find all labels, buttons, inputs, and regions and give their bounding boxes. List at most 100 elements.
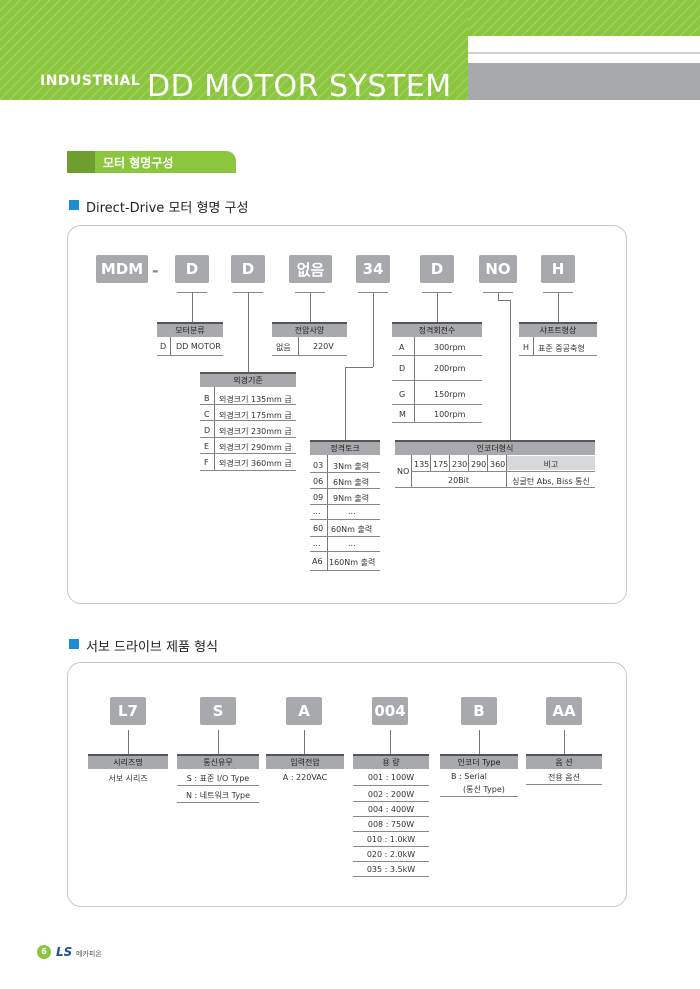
shaft-header: 샤프트형상: [519, 322, 597, 337]
connector: [248, 292, 249, 372]
capacity-008: 008 : 750W: [367, 820, 415, 829]
row-line: [353, 831, 429, 832]
encoder-size-230: 230: [452, 460, 468, 469]
outer-code-b: B: [204, 394, 210, 403]
servo-code-comm: S: [200, 697, 236, 725]
row-line: [310, 536, 380, 537]
speed-code-a: A: [399, 343, 405, 352]
cell-divider: [449, 455, 450, 471]
speed-value-d: 200rpm: [434, 364, 466, 373]
torque-code-ellipsis2: ...: [313, 539, 321, 548]
dd-code-torque: 34: [356, 255, 390, 283]
speed-code-m: M: [399, 410, 406, 419]
dd-code-shaft: H: [541, 255, 575, 283]
servo-title: 서보 드라이브 제품 형식: [86, 640, 218, 655]
connector: [498, 292, 499, 300]
row-line: [310, 570, 380, 571]
encoder-size-175: 175: [433, 460, 449, 469]
capacity-004: 004 : 400W: [367, 805, 415, 814]
capacity-035: 035 : 3.5kW: [366, 865, 416, 874]
connector: [437, 292, 438, 322]
option-header: 옵 션: [526, 754, 602, 769]
shaft-code: H: [523, 343, 530, 352]
row-line: [200, 470, 296, 471]
motor-class-value: DD MOTOR: [176, 342, 221, 351]
speed-value-a: 300rpm: [434, 343, 466, 352]
torque-value-09: 9Nm 출력: [333, 494, 370, 503]
dd-code-outer-diameter: D: [231, 255, 265, 283]
row-line: [353, 785, 429, 786]
row-line: [353, 816, 429, 817]
connector: [192, 292, 193, 322]
torque-value-03: 3Nm 출력: [333, 462, 370, 471]
connector: [310, 292, 311, 322]
cell-divider: [487, 455, 488, 471]
torque-code-06: 06: [313, 477, 324, 486]
cell-divider: [468, 455, 469, 471]
row-line: [392, 404, 482, 405]
connector: [510, 300, 511, 440]
voltage-code: 없음: [276, 343, 291, 352]
torque-code-09: 09: [313, 493, 324, 502]
connector: [345, 367, 373, 368]
capacity-020: 020 : 2.0kW: [366, 850, 416, 859]
connector: [390, 730, 391, 754]
encoder-size-290: 290: [471, 460, 487, 469]
option-value: 전용 옵션: [548, 773, 580, 782]
comm-network: N : 네트워크 Type: [185, 791, 251, 800]
outer-code-c: C: [204, 410, 210, 419]
connector: [558, 292, 559, 322]
capacity-010: 010 : 1.0kW: [366, 835, 416, 844]
bullet-square: [69, 200, 79, 210]
bullet-square: [69, 639, 79, 649]
header-banner: [0, 0, 468, 100]
dd-code-speed: D: [420, 255, 454, 283]
row-line: [353, 801, 429, 802]
row-line: [411, 471, 595, 472]
capacity-header: 용 량: [353, 754, 429, 769]
shaft-value: 표준 중공축형: [538, 344, 585, 353]
row-line: [272, 355, 347, 356]
servo-code-voltage: A: [286, 697, 322, 725]
comm-standard: S : 표준 I/O Type: [186, 774, 250, 783]
section-pill-label: 모터 형명구성: [103, 156, 174, 170]
dd-code-model: MDM: [96, 255, 148, 283]
capacity-002: 002 : 200W: [367, 790, 415, 799]
series-value: 서보 시리즈: [108, 774, 148, 783]
input-voltage-value: A : 220VAC: [282, 773, 328, 782]
connector: [345, 367, 346, 440]
row-line: [310, 488, 380, 489]
encoder-size-360: 360: [490, 460, 506, 469]
speed-value-m: 100rpm: [434, 410, 466, 419]
row-line: [200, 437, 296, 438]
header-gray-bar: [468, 63, 700, 100]
connector: [304, 730, 305, 754]
cell-divider: [533, 337, 534, 355]
torque-value-ellipsis2: ...: [348, 539, 356, 548]
dd-code-dash: -: [152, 261, 159, 280]
connector: [373, 292, 374, 367]
encoder-note: 싱글턴 Abs, Biss 통신: [512, 477, 590, 486]
connector: [498, 300, 510, 301]
brand-title: DD MOTOR SYSTEM: [147, 69, 452, 104]
capacity-001: 001 : 100W: [367, 773, 415, 782]
ls-logo: LS: [56, 945, 73, 959]
torque-value-60: 60Nm 출력: [331, 525, 373, 534]
torque-value-06: 6Nm 출력: [333, 478, 370, 487]
torque-header: 정격토크: [310, 440, 380, 455]
page-number: 6: [41, 947, 47, 956]
encoder-bits: 20Bit: [447, 476, 470, 485]
row-line: [526, 784, 602, 785]
torque-code-a6: A6: [312, 557, 323, 566]
dd-code-encoder: NO: [479, 255, 517, 283]
dd-panel: [67, 225, 627, 604]
encoder-header: 인코더형식: [395, 440, 595, 455]
series-header: 시리즈명: [88, 754, 168, 769]
dd-title: Direct-Drive 모터 형명 구성: [86, 201, 249, 216]
servo-code-encoder: B: [461, 697, 497, 725]
speed-header: 정격회전수: [392, 322, 482, 337]
row-line: [200, 420, 296, 421]
outer-value-d: 외경크기 230mm 급: [219, 427, 292, 436]
row-line: [310, 472, 380, 473]
input-voltage-header: 입력전압: [266, 754, 344, 769]
